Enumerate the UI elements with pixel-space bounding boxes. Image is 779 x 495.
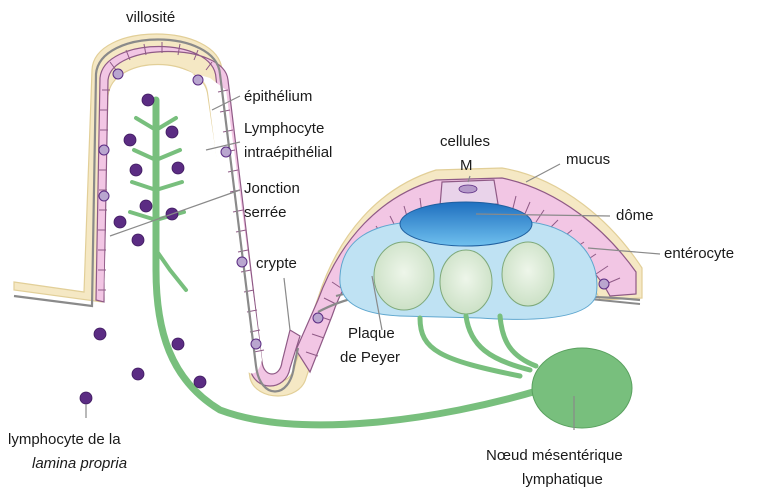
mesenteric-lymph-node [532,348,632,428]
germinal-center-1 [374,242,434,310]
label-mucus: mucus [566,151,610,168]
label-cellules-m-1: cellules [440,133,490,150]
label-lymphocyte-intraepithelial-2: intraépithélial [244,144,332,161]
germinal-center-2 [440,250,492,314]
label-plaque-peyer-1: Plaque [348,325,395,342]
villus-lymphocytes [114,94,184,246]
label-cellules-m-2: M [460,157,473,174]
label-jonction-1: Jonction [244,180,300,197]
label-jonction-2: serrée [244,204,287,221]
label-lamina-propria-2: lamina propria [32,455,127,472]
lamina-propria-lymphocytes [80,328,206,404]
label-noeud-mesenterique-1: Nœud mésentérique [486,447,623,464]
label-plaque-peyer-2: de Peyer [340,349,400,366]
dome [400,202,532,246]
label-enterocyte: entérocyte [664,245,734,262]
label-dome: dôme [616,207,654,224]
label-villosite: villosité [126,9,175,26]
germinal-center-3 [502,242,554,306]
m-cell-nucleus [459,185,477,193]
label-crypte: crypte [256,255,297,272]
label-epithelium: épithélium [244,88,312,105]
label-noeud-mesenterique-2: lymphatique [522,471,603,488]
label-lamina-propria-1: lymphocyte de la [8,431,121,448]
label-lymphocyte-intraepithelial-1: Lymphocyte [244,120,324,137]
